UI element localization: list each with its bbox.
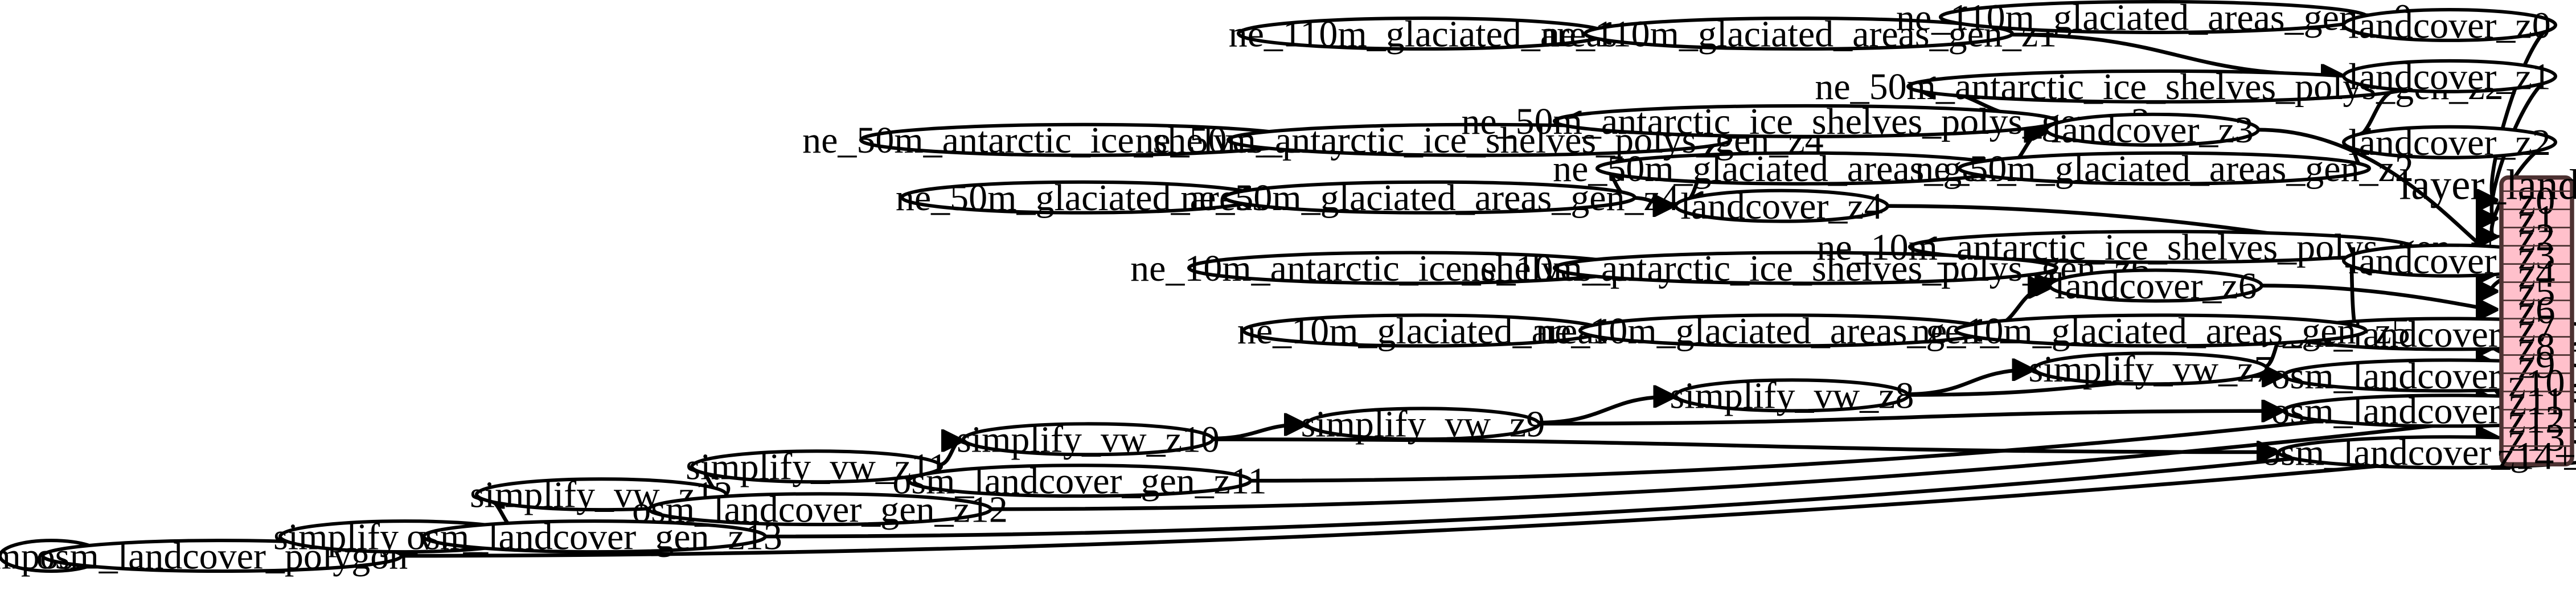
layer-landcover-table-body (2499, 175, 2574, 467)
node-shape (690, 449, 943, 484)
edge-simplify_vw_z10--to--simplify_vw_z9 (1210, 425, 1304, 441)
node-shape (2342, 7, 2557, 42)
node-label: osm_landcover_gen_z11 (892, 461, 1266, 502)
node-label: landcover_z6 (2054, 265, 2257, 307)
node-shape (1674, 188, 1889, 223)
layer-landcover-table: layer_landcoverz0z1z2z3z4z5z6z7z8z9z10z1… (2399, 161, 2576, 477)
node-label: landcover_z1 (2348, 56, 2550, 97)
node-shape (962, 422, 1215, 457)
table-row-z10[interactable]: z10 (2508, 361, 2565, 404)
edge-simplify_vw_z9--to--osm_landcover_gen_z9 (1536, 411, 2282, 426)
table-row-z6[interactable]: z6 (2518, 288, 2555, 331)
node-label: ne_50m_glaciated_areas_gen_z2 (1915, 148, 2414, 190)
node-osm_landcover_gen_z12[interactable]: osm_landcover_gen_z12 (632, 489, 1008, 531)
table-row-z13[interactable]: z13 (2508, 416, 2565, 459)
node-label: ne_50m_glaciated_areas (896, 177, 1267, 219)
node-shape (2342, 125, 2557, 159)
node-label: ne_50m_glaciated_areas_gen_z4 (1180, 177, 1679, 219)
node-landcover_z2[interactable]: landcover_z2 (2342, 122, 2557, 163)
node-label: ne_10m_glaciated_areas_gen_z6 (1536, 310, 2034, 352)
table-row-z1[interactable]: z1 (2518, 198, 2555, 241)
edge-simplify_vw_z8--to--simplify_vw_z7 (1905, 370, 2032, 396)
node-simplify_vw_z11[interactable]: simplify_vw_z11 (686, 446, 947, 488)
node-ne_50m_glaciated_areas[interactable]: ne_50m_glaciated_areas (896, 177, 1267, 219)
node-label: ne_110m_glaciated_areas_gen_z0 (1896, 0, 2412, 38)
node-shape (1584, 16, 2014, 51)
node-simplify_vw_z10[interactable]: simplify_vw_z10 (957, 419, 1220, 461)
node-label: ne_10m_glaciated_areas_gen_z5 (1912, 310, 2410, 352)
table-row-z8[interactable]: z8 (2518, 325, 2555, 368)
table-row-z12[interactable]: z12 (2508, 397, 2565, 441)
table-row-z14plus[interactable]: z14+ (2497, 434, 2576, 477)
node-simplify_vw_z8[interactable]: simplify_vw_z8 (1670, 375, 1914, 417)
node-shape (907, 464, 1252, 498)
node-label: landcover_z4 (1680, 186, 1882, 227)
node-ne_50m_glaciated_areas_gen_z2[interactable]: ne_50m_glaciated_areas_gen_z2 (1915, 148, 2414, 190)
node-shape (1674, 378, 1910, 413)
node-landcover_z3[interactable]: landcover_z3 (2045, 109, 2260, 151)
table-row-z5[interactable]: z5 (2518, 270, 2555, 313)
node-ne_10m_glaciated_areas[interactable]: ne_10m_glaciated_areas (1237, 310, 1609, 352)
node-ne_50m_glaciated_areas_gen_z4[interactable]: ne_50m_glaciated_areas_gen_z4 (1180, 177, 1679, 219)
node-label: simplify_vw_z11 (686, 446, 947, 488)
node-osm_landcover_gen_z11[interactable]: osm_landcover_gen_z11 (892, 461, 1266, 502)
node-label: simplify_vw_z8 (1670, 375, 1914, 417)
node-ne_10m_glaciated_areas_gen_z5[interactable]: ne_10m_glaciated_areas_gen_z5 (1912, 310, 2410, 352)
table-row-z0[interactable]: z0 (2518, 179, 2555, 223)
edge-ne_50m_glaciated_areas_gen_z4--to--landcover_z4 (1630, 198, 1673, 206)
node-label: landcover_z2 (2348, 122, 2550, 163)
node-shape (1958, 151, 2371, 186)
node-shape (1954, 313, 2368, 348)
node-ne_110m_glaciated_areas[interactable]: ne_110m_glaciated_areas (1229, 13, 1618, 55)
node-ne_50m_antarctic_ice_shelves_polys[interactable]: ne_50m_antarctic_ice_shelves_polys (802, 120, 1364, 161)
node-landcover_z1[interactable]: landcover_z1 (2342, 56, 2557, 97)
node-shape (1223, 180, 1636, 215)
table-row-z3[interactable]: z3 (2518, 234, 2555, 277)
node-landcover_z4[interactable]: landcover_z4 (1674, 186, 1889, 227)
node-label: ne_10m_glaciated_areas (1237, 310, 1609, 352)
table-row-z9[interactable]: z9 (2518, 343, 2555, 386)
node-shape (647, 492, 992, 527)
node-simplify_vw_z9[interactable]: simplify_vw_z9 (1301, 404, 1545, 445)
edge-simplify_vw_z9--to--simplify_vw_z8 (1536, 396, 1673, 425)
node-simplify_vw_z7[interactable]: simplify_vw_z7 (2029, 348, 2273, 390)
table-row-z7[interactable]: z7 (2518, 306, 2555, 350)
node-shape (422, 519, 767, 554)
node-label: osm_landcover_gen_z12 (632, 489, 1008, 531)
node-shape (1553, 104, 2058, 138)
node-shape (1227, 122, 1732, 157)
node-ne_110m_glaciated_areas_gen_z0[interactable]: ne_110m_glaciated_areas_gen_z0 (1896, 0, 2412, 38)
node-landcover_z0[interactable]: landcover_z0 (2342, 5, 2557, 46)
node-shape (2342, 59, 2557, 93)
node-label: landcover_z3 (2051, 109, 2253, 151)
node-landcover_z6[interactable]: landcover_z6 (2048, 265, 2263, 307)
table-row-z2[interactable]: z2 (2518, 216, 2555, 259)
node-label: landcover_z0 (2348, 5, 2550, 46)
node-label: ne_110m_glaciated_areas (1229, 13, 1618, 55)
layer-landcover-title: layer_landcover (2399, 161, 2576, 208)
node-label: ne_50m_antarctic_ice_shelves_polys_gen_z… (1461, 101, 2150, 142)
node-shape (2048, 268, 2263, 303)
node-label: simplify_vw_z10 (957, 419, 1220, 461)
node-label: simplify_vw_z7 (2029, 348, 2273, 390)
table-row-z11[interactable]: z11 (2509, 379, 2564, 423)
node-label: simplify_vw_z9 (1301, 404, 1545, 445)
node-shape (1305, 407, 1541, 441)
node-ne_50m_antarctic_ice_shelves_polys_gen_z3[interactable]: ne_50m_antarctic_ice_shelves_polys_gen_z… (1461, 101, 2150, 142)
node-shape (2033, 351, 2269, 386)
node-ne_10m_glaciated_areas_gen_z6[interactable]: ne_10m_glaciated_areas_gen_z6 (1536, 310, 2034, 352)
node-shape (2045, 112, 2260, 147)
node-shape (1553, 251, 2058, 285)
node-osm_landcover_gen_z13[interactable]: osm_landcover_gen_z13 (407, 516, 782, 558)
table-row-z4[interactable]: z4 (2518, 252, 2555, 296)
nodes-layer: imposm3osm_landcover_polygonsimplify_vw_… (0, 0, 2576, 577)
edge-landcover_z6--to--layer_landcover-z6 (2261, 284, 2496, 310)
